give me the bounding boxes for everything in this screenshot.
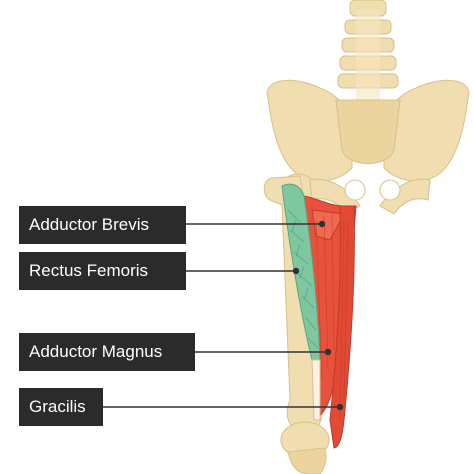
label-adductor-magnus: Adductor Magnus (19, 333, 195, 371)
rectus-femoris-muscle (281, 183, 321, 421)
pointer-dot-gracilis (336, 403, 344, 411)
pointer-dot-adductor-magnus (324, 348, 332, 356)
pointer-dot-rectus-femoris (292, 267, 300, 275)
femur (263, 175, 330, 474)
label-adductor-brevis: Adductor Brevis (19, 206, 186, 244)
pointer-dot-adductor-brevis (318, 220, 326, 228)
vertebral-column (337, 0, 399, 100)
leader-lines (103, 220, 344, 411)
label-rectus-femoris: Rectus Femoris (19, 252, 186, 290)
label-gracilis: Gracilis (19, 388, 103, 426)
